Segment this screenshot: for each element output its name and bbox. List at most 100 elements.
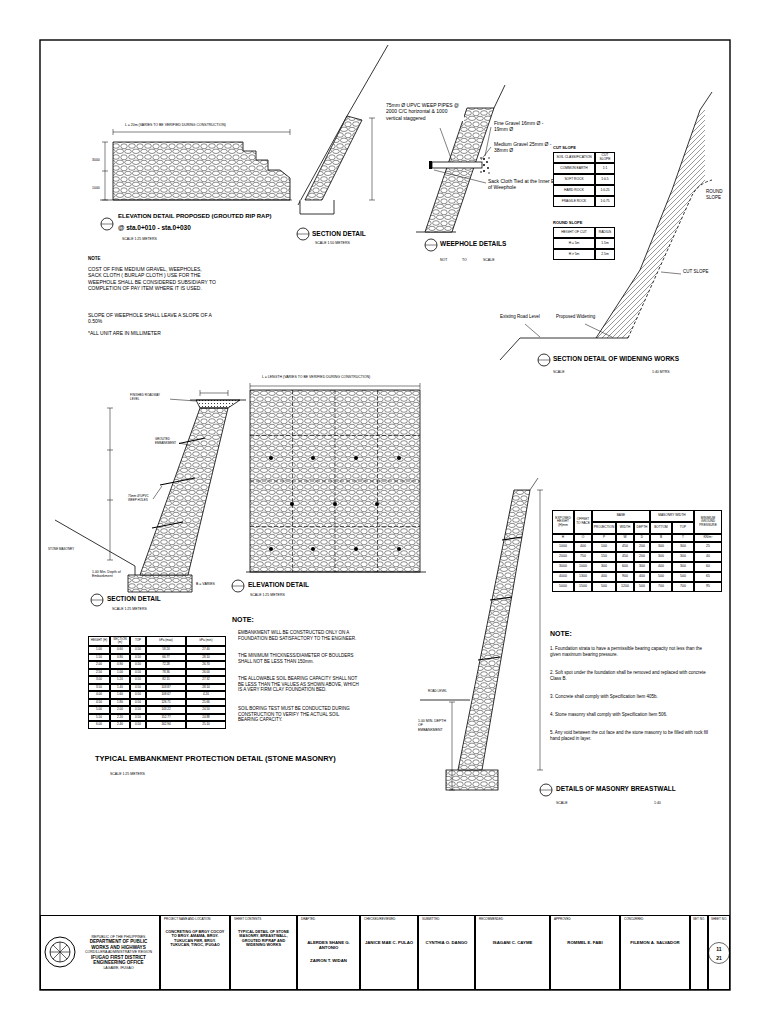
callout-text: Fine Gravel 16mm Ø - 19mm Ø (494, 120, 554, 133)
table-cell: 2000 (552, 552, 574, 562)
stone-masonry-elevation (397, 456, 401, 460)
callout-text: CUT SLOPE (683, 269, 708, 275)
stone-masonry-section (196, 400, 240, 408)
table-cell: 143.22 (146, 706, 186, 714)
table-cell: 24.50 (186, 706, 226, 714)
table-cell: 700 (672, 582, 694, 592)
table-cell: HARD ROCK (553, 185, 595, 196)
detail-title: SECTION DETAIL OF WIDENING WORKS (553, 355, 679, 363)
detail-title: SECTION DETAIL (312, 230, 366, 238)
stone-masonry-section (91, 600, 103, 601)
table-header-cell: BOTTOM (650, 522, 672, 534)
table-cell: 28.14 (186, 684, 226, 692)
riprap-section (300, 200, 334, 214)
riprap-elevation (100, 200, 292, 201)
weephole-detail (486, 161, 488, 163)
note-heading: NOTE (88, 256, 101, 262)
signature-cell: RECOMMENDEDISAGANI C. CAYME (475, 915, 550, 990)
table-cell: 300 (672, 562, 694, 572)
weephole-detail (483, 170, 485, 172)
table-cell: 0.50 (130, 721, 146, 729)
cell-heading: SUBMITTED (422, 918, 471, 922)
cell-text: JANICE MAE C. PULAO (364, 940, 414, 945)
table-cell: 0.50 (130, 669, 146, 677)
table-cell: 500 (672, 572, 694, 582)
stone-masonry-elevation (269, 456, 401, 551)
table-cell: 1:1 (595, 163, 615, 174)
table-cell: 60 (694, 562, 722, 572)
detail-title: ELEVATION DETAIL (248, 581, 309, 589)
table-cell: 3000 (552, 562, 574, 572)
riprap-section (298, 45, 388, 205)
table-cell: kPa (max) (146, 636, 186, 646)
riprap-elevation (101, 218, 113, 230)
table-title: ROUND SLOPE (553, 220, 582, 225)
stone-masonry-elevation (269, 456, 273, 460)
table-cell: 300 (672, 542, 694, 552)
table-cell: 0.50 (130, 661, 146, 669)
table-cell: 5.50 (88, 714, 110, 722)
callout-text: ROUND SLOPE (706, 189, 728, 200)
table-cell: kPa (min) (186, 636, 226, 646)
table-cell: 1:0.5 (595, 174, 615, 185)
table-cell: 0.50 (130, 654, 146, 662)
table-cell: 108.67 (146, 691, 186, 699)
widening-section (525, 272, 681, 337)
cell-text: REPUBLIC OF THE PHILIPPINES (92, 935, 146, 939)
note-text: THE ALLOWABLE SOIL BEARING CAPACITY SHAL… (238, 676, 360, 693)
table-cell: 0.90 (110, 661, 130, 669)
table-cell: SOIL CLASSIFICATION (553, 152, 595, 163)
table-cell: 72.28 (146, 661, 186, 669)
table-cell: 6.00 (88, 721, 110, 729)
note-heading: NOTE: (550, 630, 572, 639)
table-cell: 25.66 (186, 699, 226, 707)
table-cell: 450 (616, 542, 634, 552)
riprap-section (297, 45, 388, 240)
scale-text: SCALE 1:25 METERS (250, 593, 285, 597)
scale-text: 1:40 MTRS (652, 370, 670, 374)
table-cell: 600 (616, 562, 634, 572)
callout-text: GROUTED EMBANKMENT (155, 438, 179, 446)
cell-text: ROMMEL E. FABI (554, 940, 616, 945)
dimension-text: B = VARIES (196, 582, 215, 586)
cell-heading: DRAFTED (301, 918, 356, 922)
table-cell: 1000 (574, 562, 592, 572)
detail-title: ELEVATION DETAIL PROPOSED (GROUTED RIP R… (118, 213, 271, 221)
weephole-detail (480, 171, 482, 173)
weephole-detail (480, 157, 489, 174)
table-cell: 1.5m (595, 238, 615, 249)
table-cell: 1300 (574, 572, 592, 582)
table-cell: 400 (650, 562, 672, 572)
stone-masonry-elevation (232, 580, 244, 592)
sheet-section-title: TYPICAL EMBANKMENT PROTECTION DETAIL (ST… (95, 754, 336, 763)
table-cell: B (650, 534, 672, 542)
cell-heading: RECOMMENDED (479, 918, 546, 922)
contents-cell: SHEET CONTENTSTYPICAL DETAIL OF STONE MA… (230, 915, 297, 990)
cell-heading: APPROVED (554, 918, 616, 922)
table-cell: 78.36 (146, 669, 186, 677)
masonry-breastwall (458, 490, 530, 770)
table-cell: 300 (650, 552, 672, 562)
table-cell: 0.50 (130, 714, 146, 722)
cell-text: CONCRETING OF BRGY COCOY TO BRGY. AMAMA,… (164, 930, 226, 948)
note-text: 5. Any void between the cut face and the… (550, 730, 710, 741)
table-cell: 1.00 (88, 646, 110, 654)
riprap-elevation (102, 129, 290, 200)
masonry-breastwall (449, 702, 455, 790)
note-text: SOIL BORING TEST MUST BE CONDUCTED DURIN… (238, 706, 360, 723)
riprap-elevation (101, 224, 113, 225)
cell-text: FILEMON A. SALVADOR (624, 940, 686, 945)
table-cell: 200 (634, 542, 650, 552)
table-cell: 2.20 (110, 714, 130, 722)
stone-masonry-elevation (232, 586, 244, 587)
table-header-cell: EXPOSED HEIGHT (H)mm (552, 510, 574, 534)
widening-section (596, 110, 705, 338)
table-cell: 26.00 (186, 669, 226, 677)
cell-heading: SHEET NO. (710, 918, 728, 922)
table-cell: 1.20 (110, 676, 130, 684)
riprap-section (305, 116, 362, 200)
table-cell: W (616, 534, 634, 542)
note-text: 4. Stone masonry shall comply with Speci… (550, 712, 667, 718)
